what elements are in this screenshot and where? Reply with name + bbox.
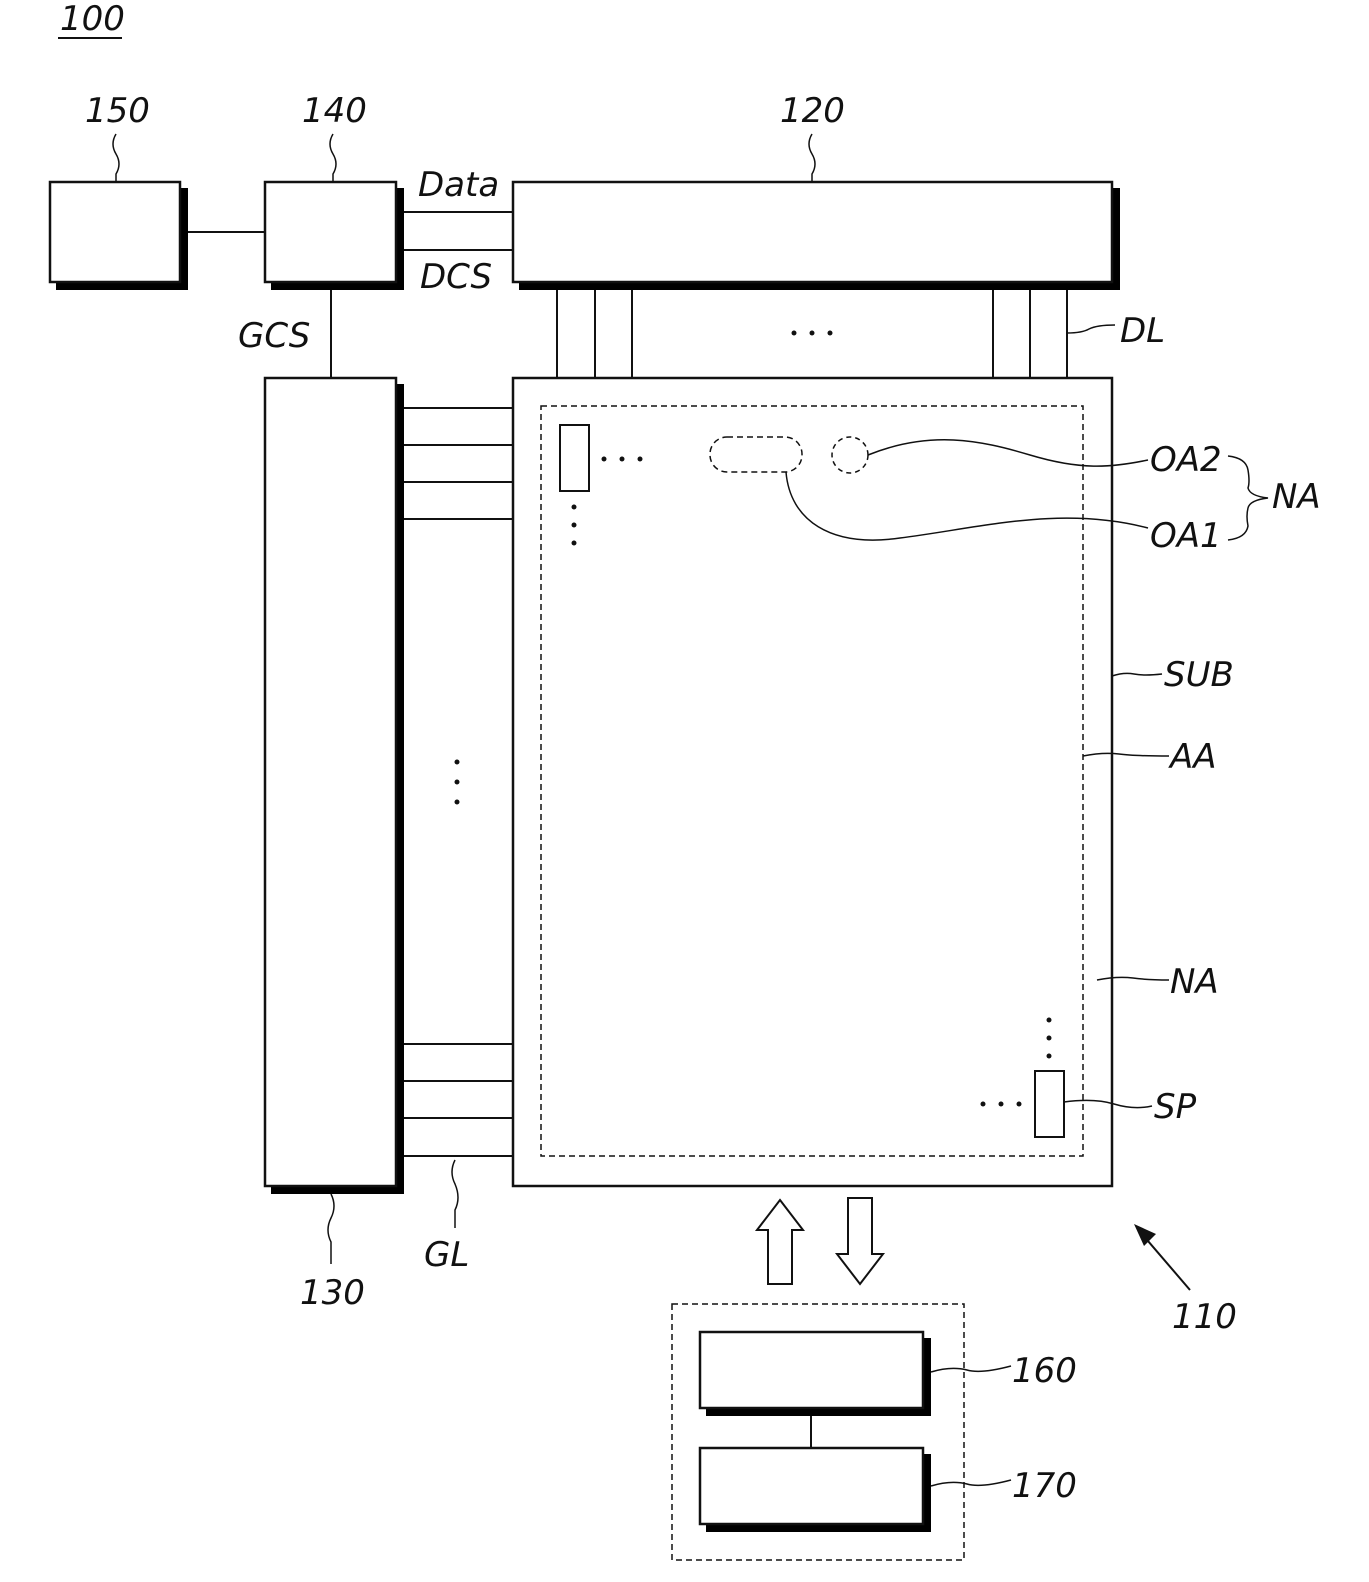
gate-driver-block — [265, 378, 404, 1194]
sub-leader — [1112, 673, 1162, 676]
sub-label: SUB — [1164, 655, 1234, 695]
gl-leader — [452, 1160, 458, 1228]
host-system-block — [50, 182, 188, 290]
gate-lines-ellipsis — [455, 760, 460, 805]
timing-controller-block — [265, 182, 404, 290]
down-arrow — [837, 1198, 883, 1284]
host-system-leader — [113, 134, 119, 182]
host-system-ref: 150 — [85, 91, 150, 131]
panel-ref-arrow-shaft — [1142, 1234, 1190, 1290]
gcs-signal-label: GCS — [238, 316, 310, 356]
panel-ref-arrowhead — [1134, 1224, 1156, 1246]
sensor-module-a-leader — [931, 1366, 1011, 1372]
dcs-signal-label: DCS — [420, 257, 492, 297]
data-driver-block — [513, 182, 1120, 290]
sp-label: SP — [1154, 1087, 1197, 1127]
figure-number: 100 — [60, 0, 125, 39]
data-lines-ellipsis — [792, 331, 833, 336]
data-driver-leader — [809, 134, 815, 182]
display-panel-ref: 110 — [1172, 1297, 1237, 1337]
sensor-module-b-block — [700, 1448, 931, 1532]
sensor-module-a-block — [700, 1332, 931, 1416]
sensor-module-a-ref: 160 — [1012, 1351, 1077, 1391]
gate-driver-ref: 130 — [300, 1273, 365, 1313]
subpixel-sp — [1035, 1071, 1064, 1137]
gl-label: GL — [424, 1235, 469, 1275]
oa2-label: OA2 — [1150, 440, 1222, 480]
aa-label: AA — [1168, 737, 1217, 777]
substrate — [513, 378, 1112, 1186]
timing-controller-leader — [330, 134, 336, 182]
data-driver-ref: 120 — [780, 91, 845, 131]
timing-controller-ref: 140 — [302, 91, 367, 131]
dl-leader — [1067, 325, 1115, 333]
gate-driver-leader — [328, 1194, 334, 1264]
na-group-label: NA — [1272, 477, 1321, 517]
subpixel-top-left — [560, 425, 589, 491]
dl-label: DL — [1120, 311, 1165, 351]
data-signal-label: Data — [418, 165, 499, 205]
sensor-module-b-leader — [931, 1480, 1011, 1486]
na-brace — [1228, 456, 1268, 540]
sensor-module-b-ref: 170 — [1012, 1466, 1077, 1506]
up-arrow — [757, 1200, 803, 1284]
oa1-label: OA1 — [1150, 516, 1222, 556]
na-label: NA — [1170, 962, 1219, 1002]
